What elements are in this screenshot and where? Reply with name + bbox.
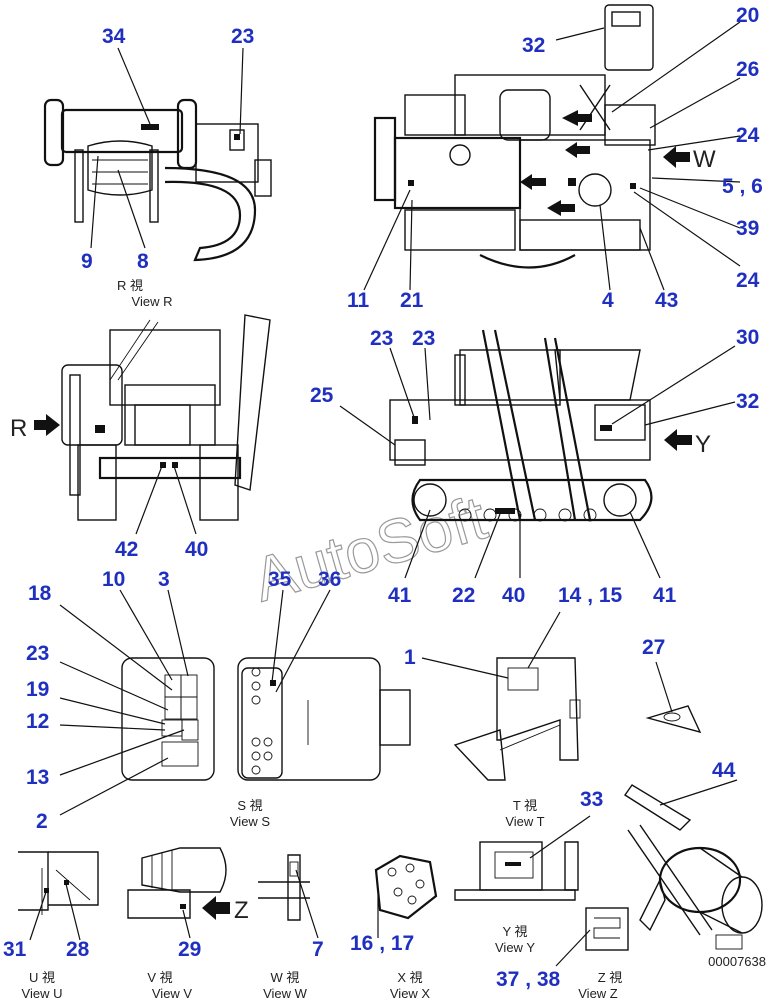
callout-1: 1 [404,646,416,669]
drawing-code: 00007638 [708,954,766,969]
view-y-drawing [454,841,579,901]
callout-42: 42 [115,538,138,561]
arrow-r-label: R [10,415,27,442]
callout-5-6: 5 , 6 [722,175,763,198]
view-v-caption-en: View V [152,986,193,1001]
callout-4: 4 [602,289,614,312]
view-z-caption-en: View Z [578,986,618,1001]
view-y-leader [529,815,591,859]
callout-26: 26 [736,58,759,81]
callout-23: 23 [370,327,393,350]
view-u-caption-en: View U [22,986,63,1001]
callout-14-15: 14 , 15 [558,584,623,607]
view-v-drawing [127,847,230,920]
callout-33: 33 [580,788,603,811]
view-s-leaders [59,589,331,816]
item-44-leader [659,779,738,806]
callout-39: 39 [736,217,759,240]
rear-view-drawing [34,314,271,521]
view-y-caption-jp: Y 視 [502,924,527,939]
item-27-drawing [645,705,702,734]
callout-8: 8 [137,250,149,273]
view-y-caption-en: View Y [495,940,535,955]
callout-44: 44 [712,759,736,782]
view-v-leader [182,909,191,939]
callout-3: 3 [158,568,170,591]
view-w-leader [295,869,319,939]
callout-25: 25 [310,384,334,407]
view-t-caption-jp: T 視 [513,798,537,813]
callout-41: 41 [388,584,412,607]
rear-view-leaders [135,465,197,535]
view-s-caption-jp: S 視 [237,798,262,813]
callout-40: 40 [185,538,208,561]
view-w-caption-en: View W [263,986,308,1001]
callout-40: 40 [502,584,525,607]
view-t-drawing [453,657,581,781]
callout-23: 23 [26,642,49,665]
view-s-drawing [121,657,411,781]
callout-10: 10 [102,568,125,591]
callout-37-38: 37 , 38 [496,968,561,991]
view-r-leaders [90,47,244,249]
callout-22: 22 [452,584,475,607]
callout-13: 13 [26,766,49,789]
callout-41: 41 [653,584,677,607]
view-v-caption-jp: V 視 [147,970,172,985]
callout-27: 27 [642,636,665,659]
view-z-caption-jp: Z 視 [598,970,623,985]
view-x-drawing [374,854,438,920]
view-r-drawing [43,98,272,262]
callout-18: 18 [28,582,52,605]
callout-23: 23 [231,25,254,48]
view-w-caption-jp: W 視 [271,970,300,985]
side-view-drawing [389,329,692,522]
view-u-drawing [18,851,99,915]
view-z-leader [555,929,591,967]
view-t-leaders [421,611,561,679]
callout-20: 20 [736,4,759,27]
arrow-w-label: W [693,146,716,173]
callout-28: 28 [66,938,90,961]
view-u-leaders [29,883,81,941]
view-s-caption-en: View S [230,814,271,829]
item-27-leader [655,661,673,713]
arrow-y-label: Y [695,431,711,458]
view-x-caption-jp: X 視 [397,970,422,985]
callout-29: 29 [178,938,201,961]
callout-32: 32 [736,390,759,413]
view-z-drawing [585,907,629,951]
callout-35: 35 [268,568,292,591]
callout-32: 32 [522,34,545,57]
callout-19: 19 [26,678,49,701]
view-r-caption-en: View R [132,294,173,309]
view-x-caption-en: View X [390,986,431,1001]
view-w-drawing [258,854,310,921]
callout-16-17: 16 , 17 [350,932,414,955]
callout-30: 30 [736,326,759,349]
side-view-leaders [339,345,736,579]
callout-9: 9 [81,250,93,273]
callout-24: 24 [736,124,760,147]
callout-34: 34 [102,25,126,48]
top-view-leaders [363,21,741,291]
view-r-caption-jp: R 視 [117,278,143,293]
view-u-caption-jp: U 視 [29,970,55,985]
callout-2: 2 [36,810,48,833]
callout-31: 31 [3,938,27,961]
arrow-z-label: Z [234,897,249,924]
view-t-caption-en: View T [505,814,544,829]
callout-43: 43 [655,289,678,312]
callout-24: 24 [736,269,760,292]
callout-11: 11 [347,289,370,312]
item-44-drawing [624,784,763,950]
callout-23: 23 [412,327,435,350]
top-view-drawing [373,4,690,269]
callout-21: 21 [400,289,424,312]
callout-7: 7 [312,938,324,961]
callout-36: 36 [318,568,341,591]
callout-12: 12 [26,710,49,733]
